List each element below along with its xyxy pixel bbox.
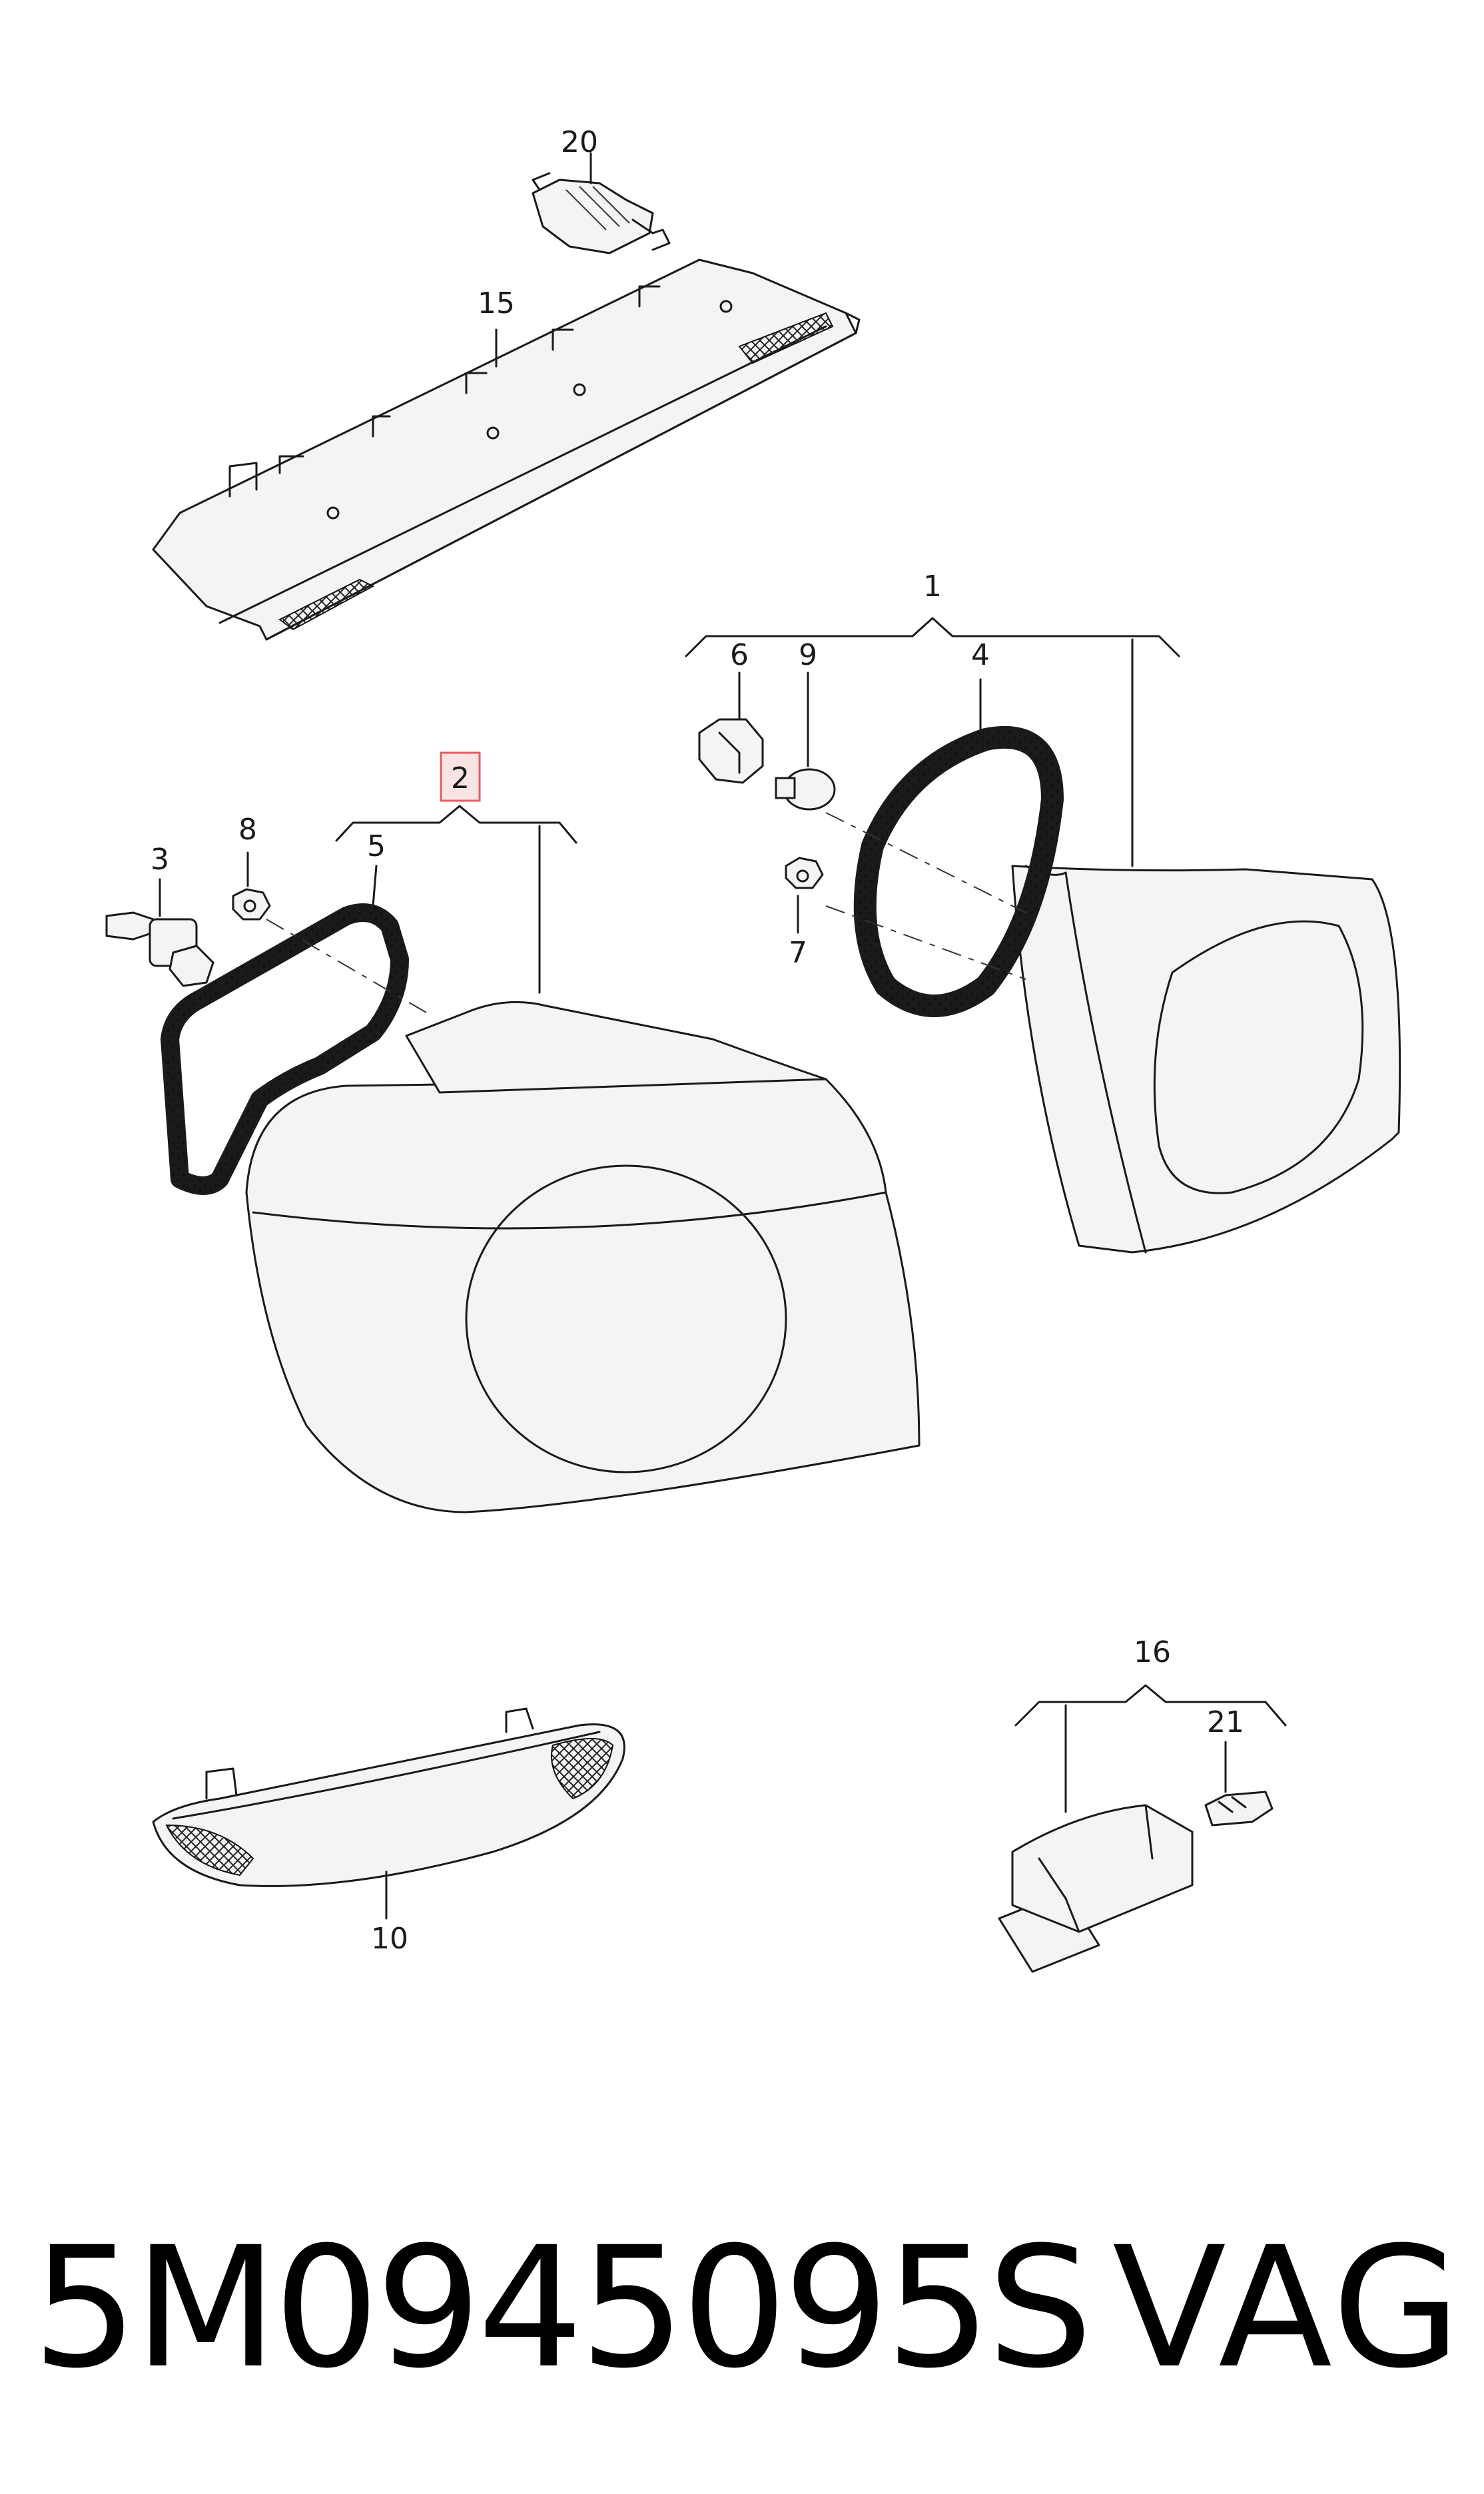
part-10-bumper-reflector	[152, 1707, 625, 1920]
callout-4: 4	[971, 638, 990, 672]
brand-name: VAG	[1112, 2211, 1464, 2405]
part-21-wedge-bulb	[1204, 1741, 1274, 1827]
part-15-high-mount-brake-light	[152, 258, 861, 641]
part-6-bulb-socket	[698, 671, 764, 784]
footer: 5M0945095S VAG	[0, 2198, 1484, 2418]
highlight-box-callout-2	[440, 751, 481, 802]
callout-21: 21	[1207, 1705, 1244, 1739]
callout-16: 20	[561, 125, 598, 159]
parts-diagram: 20 15 1 6 9 4 2 8 5 3 7 10 16 21	[105, 125, 1401, 1973]
callout-20: 16	[1134, 1635, 1171, 1669]
callout-6: 6	[730, 638, 749, 672]
part-20-license-plate-light	[998, 1684, 1287, 1973]
part-4-gasket-ring	[825, 678, 1064, 1017]
part-7-nut	[785, 857, 824, 934]
part-3-bulb-holder-screw	[105, 878, 214, 987]
callout-3: 3	[151, 843, 169, 877]
bracket-group-1	[685, 617, 1180, 657]
part-8-nut	[232, 851, 427, 1013]
part-1-inner-tail-light	[1011, 638, 1401, 1254]
part-2-outer-tail-light	[245, 825, 921, 1513]
callout-10: 10	[371, 1922, 408, 1956]
callout-1: 1	[923, 570, 942, 604]
callout-2: 2	[451, 761, 470, 795]
callout-7: 7	[789, 936, 807, 970]
bracket-group-2	[335, 805, 577, 844]
part-16-bulb-socket	[532, 152, 671, 254]
part-5-gasket	[161, 865, 409, 1195]
part-number: 5M0945095S	[32, 2211, 1093, 2405]
callout-9: 9	[799, 638, 817, 672]
callout-15: 15	[478, 286, 515, 320]
part-9-bulb	[775, 671, 836, 811]
callout-5: 5	[367, 829, 386, 863]
callout-8: 8	[238, 813, 257, 847]
